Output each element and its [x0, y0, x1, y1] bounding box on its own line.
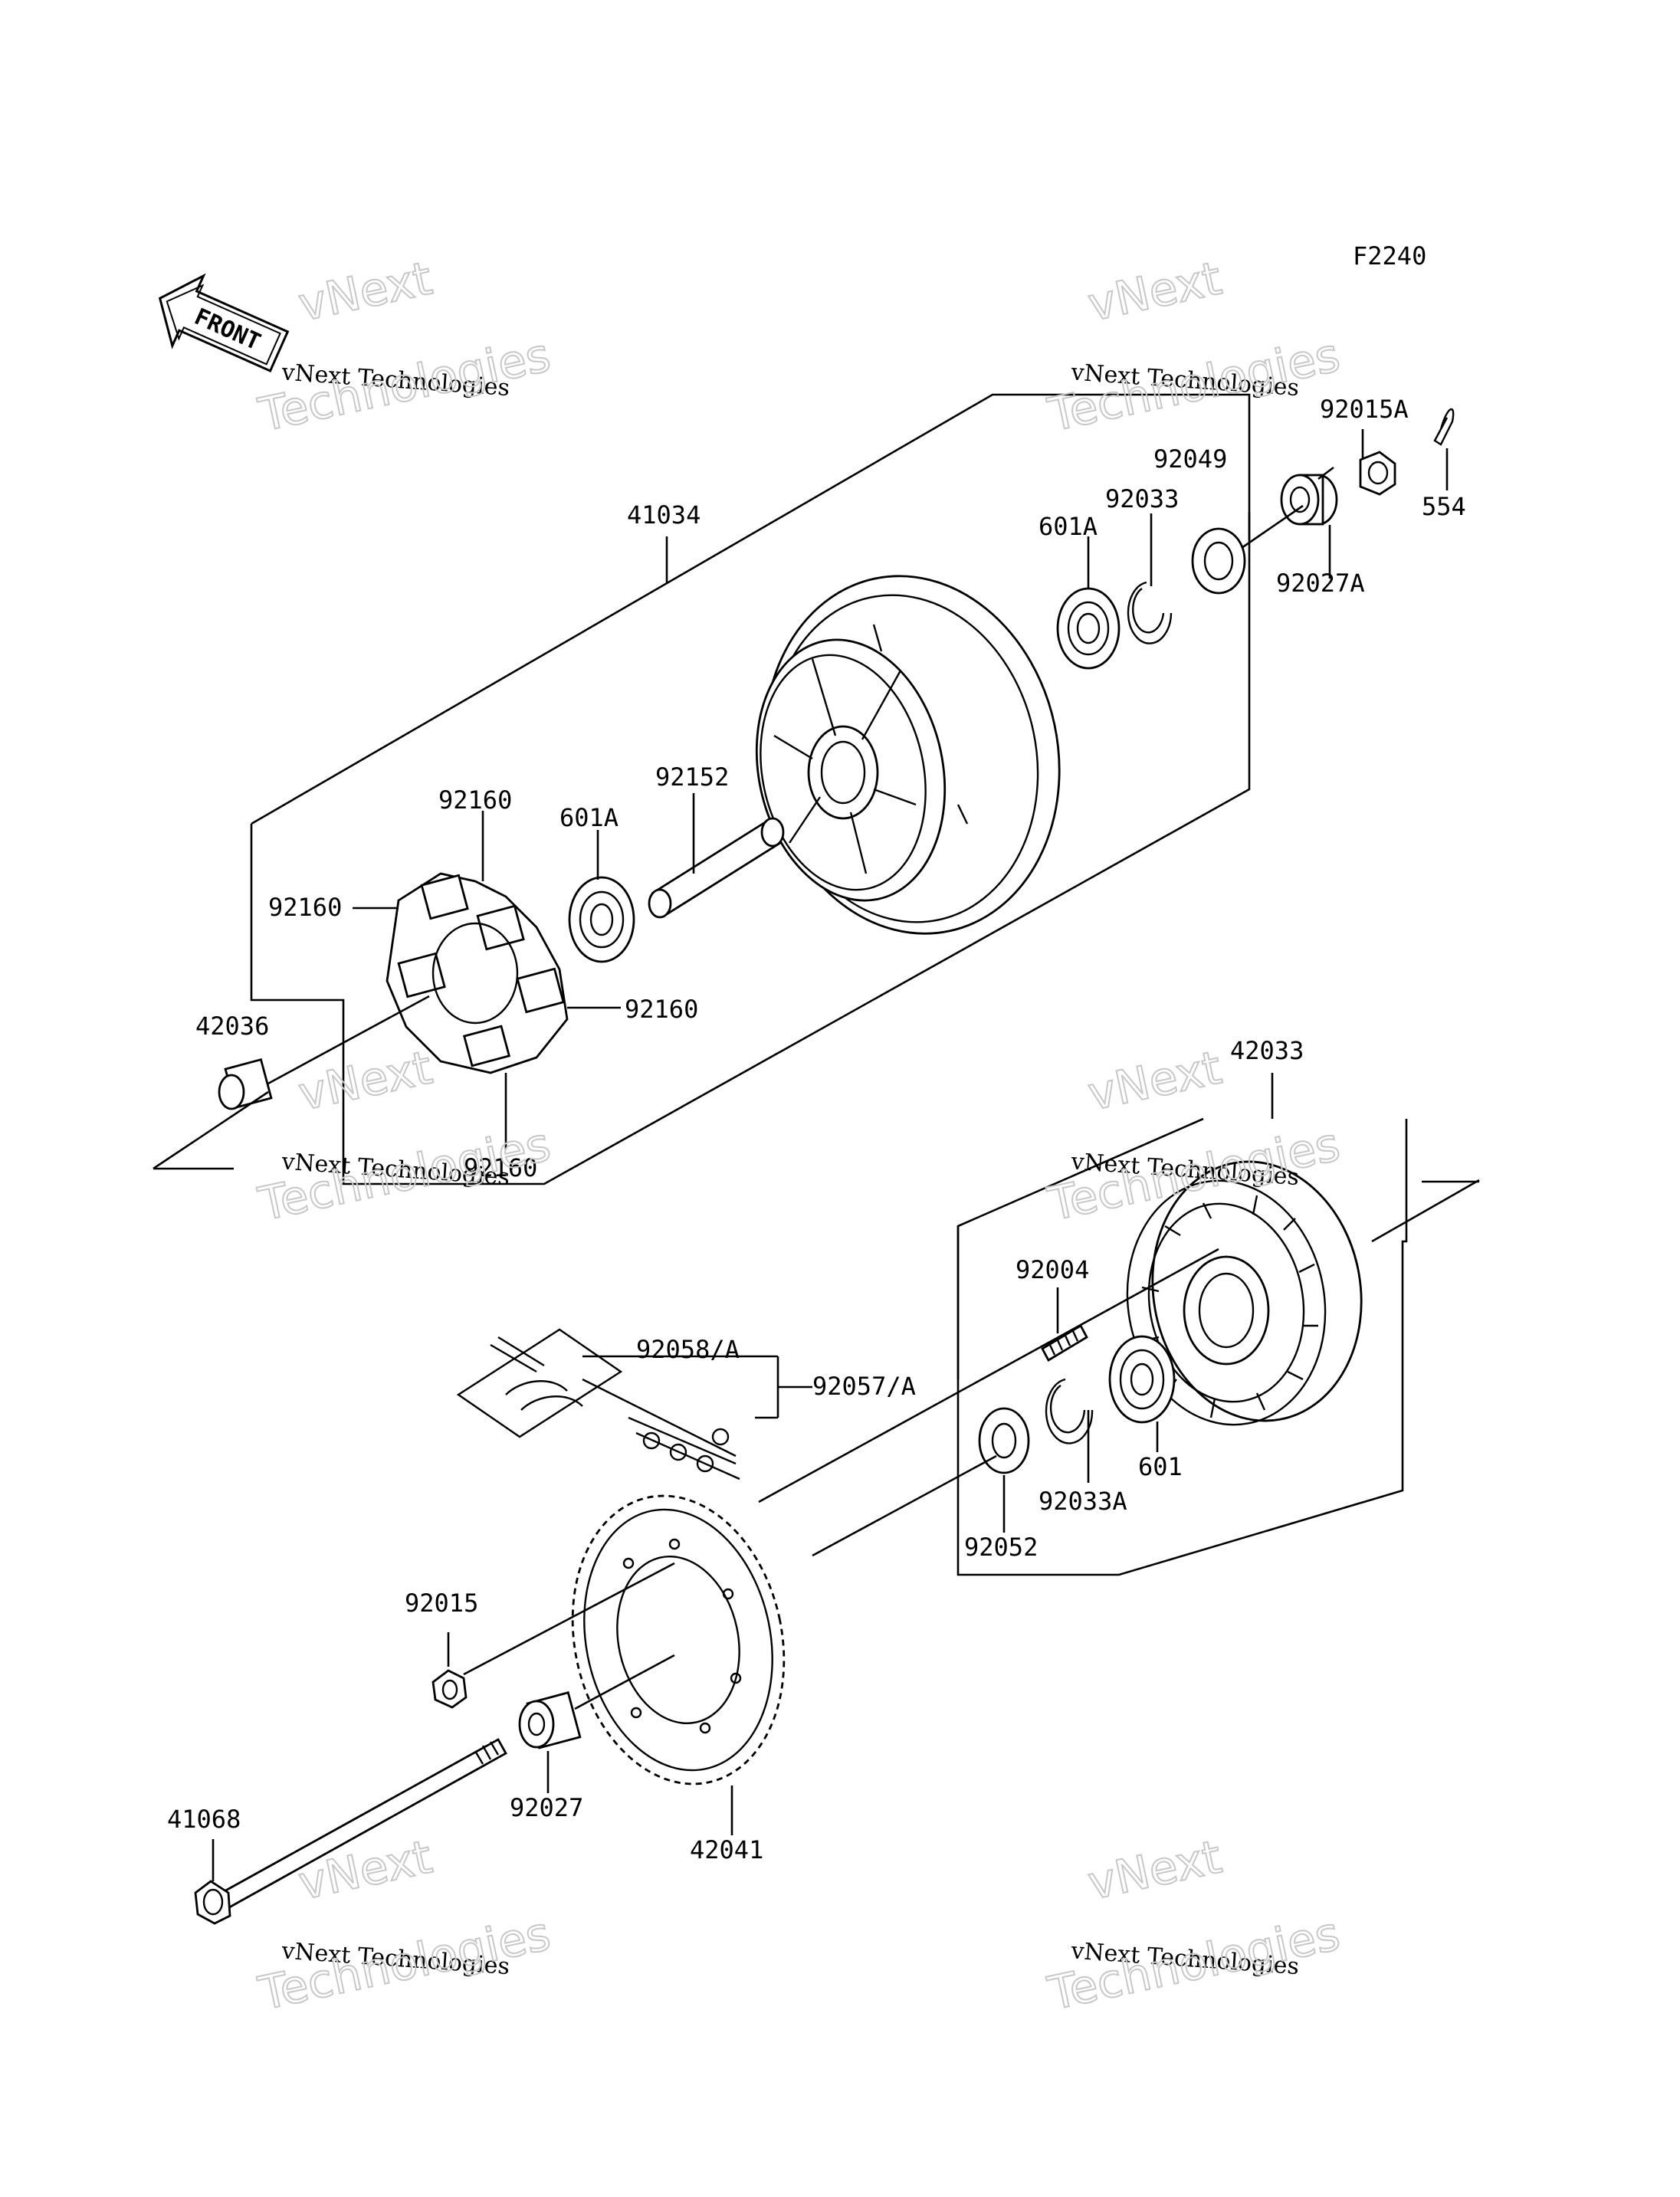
label-42036: 42036: [195, 1012, 269, 1041]
circlip-92033: [1127, 581, 1173, 644]
bearing-601a-top: [1056, 587, 1121, 670]
svg-text:Technologies: Technologies: [254, 1907, 555, 2022]
label-92004: 92004: [1016, 1255, 1089, 1284]
collar-92027: [518, 1691, 582, 1749]
label-92058a: 92058/A: [636, 1335, 740, 1364]
lower-group-frame: [956, 1073, 1480, 1576]
front-arrow-icon: FRONT: [158, 273, 290, 373]
spacer-tube-92152: [648, 817, 785, 919]
label-41034: 41034: [627, 500, 701, 530]
lower-leaders: [212, 1248, 1219, 1881]
svg-text:Technologies: Technologies: [254, 1118, 555, 1232]
label-92052: 92052: [964, 1533, 1038, 1562]
cotter-pin-554: [1433, 408, 1455, 446]
watermark-6: vNext vNext Technologies Technologies: [1042, 1829, 1345, 2022]
circlip-92033a: [1045, 1378, 1094, 1444]
bearing-601a-mid: [568, 876, 635, 963]
label-92015: 92015: [405, 1589, 478, 1618]
svg-text:vNext: vNext: [1084, 251, 1226, 332]
collar-42036: [218, 1058, 273, 1110]
label-92057a: 92057/A: [812, 1372, 916, 1401]
label-92033: 92033: [1105, 484, 1179, 513]
watermark-3: vNext vNext Technologies Technologies: [253, 1040, 556, 1232]
rear-wheel-rim: [755, 575, 1061, 935]
seal-92049: [1191, 527, 1246, 595]
damper-92160: [386, 872, 569, 1074]
coupling-42033: [1126, 1160, 1363, 1426]
label-92152: 92152: [655, 762, 729, 792]
sprocket-42041: [571, 1494, 786, 1785]
svg-text:vNext: vNext: [1084, 1041, 1226, 1121]
drive-chain-92057a: [456, 1328, 812, 1481]
label-601a-mid: 601A: [559, 803, 619, 832]
svg-text:Technologies: Technologies: [254, 329, 555, 443]
label-92160-d: 92160: [464, 1153, 537, 1182]
label-92049: 92049: [1153, 444, 1227, 474]
svg-text:vNext: vNext: [1084, 1830, 1226, 1910]
nut-92015a: [1359, 451, 1396, 496]
label-41068: 41068: [167, 1805, 241, 1834]
collar-92027a: [1280, 474, 1338, 526]
label-92027a: 92027A: [1276, 569, 1365, 598]
watermark-2: vNext vNext Technologies Technologies: [1042, 251, 1345, 443]
label-92027: 92027: [510, 1793, 583, 1822]
label-42041: 42041: [690, 1835, 763, 1864]
seal-92052: [978, 1407, 1030, 1474]
svg-text:Technologies: Technologies: [1043, 329, 1344, 443]
part-labels: 41034 92015A 554 92049 92033 601A 92027A…: [167, 395, 1466, 1864]
label-92160-b: 92160: [268, 893, 342, 922]
svg-text:vNext: vNext: [294, 1041, 437, 1121]
watermark-1: vNext vNext Technologies Technologies: [253, 251, 556, 443]
svg-text:Technologies: Technologies: [1043, 1907, 1344, 2022]
label-601a-top: 601A: [1039, 512, 1098, 541]
label-42033: 42033: [1230, 1036, 1304, 1065]
watermark-5: vNext vNext Technologies Technologies: [253, 1829, 556, 2022]
label-92160-a: 92160: [438, 785, 512, 815]
label-92033a: 92033A: [1039, 1487, 1127, 1516]
label-92015a: 92015A: [1320, 395, 1409, 424]
upper-leaders: [153, 429, 1449, 1170]
upper-group-frame: [250, 393, 1251, 1185]
label-601: 601: [1138, 1452, 1183, 1481]
label-92160-c: 92160: [625, 995, 698, 1024]
axle-41068: [194, 1738, 507, 1925]
svg-text:vNext: vNext: [294, 251, 437, 332]
nut-92015: [431, 1669, 468, 1709]
figure-code: F2240: [1353, 241, 1426, 271]
stud-92004: [1041, 1324, 1088, 1362]
label-554: 554: [1422, 492, 1466, 521]
bearing-601: [1108, 1335, 1176, 1424]
